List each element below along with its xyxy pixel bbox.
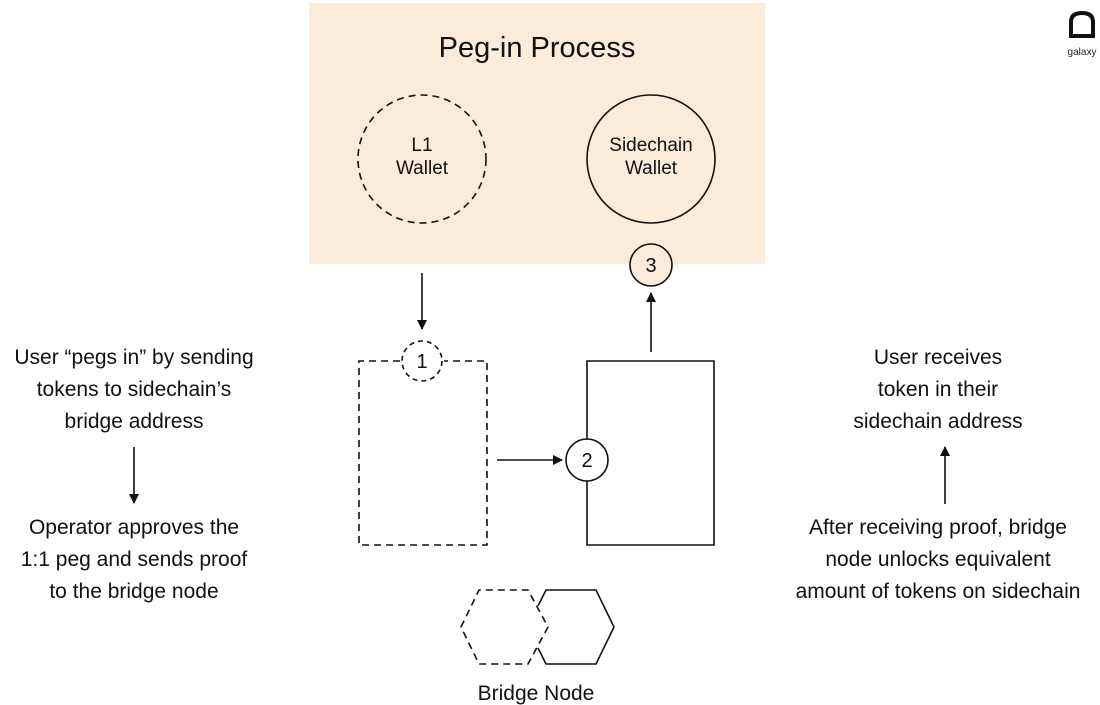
step-1-number: 1 (416, 351, 427, 373)
step-3-number: 3 (645, 255, 656, 277)
bridge-node: Bridge Node (460, 589, 615, 705)
galaxy-logo: galaxy (1068, 11, 1097, 58)
step-3-circle (629, 243, 673, 287)
galaxy-logo-icon (1069, 11, 1095, 38)
step-3-badge: 3 (629, 243, 673, 287)
l1-wallet-label-line2: Wallet (396, 158, 449, 179)
peg-in-panel (309, 3, 765, 264)
right-note-top-line2: token in their (878, 378, 998, 401)
l1-wallet-circle (357, 94, 487, 224)
bridge-node-solid-hexagon (537, 589, 615, 665)
right-note-top-line1: User receives (874, 346, 1002, 369)
left-note-bottom-line2: 1:1 peg and sends proof (21, 548, 248, 571)
step-1-badge: 1 (401, 340, 443, 382)
right-notes: User receives token in their sidechain a… (796, 346, 1081, 603)
sidechain-wallet: Sidechain Wallet (586, 94, 716, 224)
left-notes: User “pegs in” by sending tokens to side… (14, 346, 253, 603)
step-2-circle (565, 438, 609, 482)
l1-wallet: L1 Wallet (357, 94, 487, 224)
sidechain-bridge-box-outline (586, 360, 715, 546)
left-note-top-line1: User “pegs in” by sending (14, 346, 253, 369)
sidechain-wallet-label-line1: Sidechain (609, 135, 692, 156)
left-note-top-line2: tokens to sidechain’s (37, 378, 232, 401)
left-note-bottom-line1: Operator approves the (29, 516, 239, 539)
galaxy-logo-text: galaxy (1068, 47, 1097, 58)
step-2-number: 2 (581, 450, 592, 472)
right-note-top-line3: sidechain address (853, 410, 1022, 433)
sidechain-wallet-circle (586, 94, 716, 224)
right-note-bottom-line3: amount of tokens on sidechain (796, 580, 1081, 603)
bridge-node-dashed-hexagon (460, 589, 549, 665)
step-1-circle (401, 340, 443, 382)
sidechain-wallet-label-line2: Wallet (625, 158, 678, 179)
right-note-bottom-line1: After receiving proof, bridge (809, 516, 1067, 539)
right-note-bottom-line2: node unlocks equivalent (825, 548, 1050, 571)
l1-bridge-box (358, 360, 488, 546)
diagram-title: Peg-in Process (439, 32, 636, 64)
l1-wallet-label-line1: L1 (411, 135, 432, 156)
l1-bridge-box-outline (358, 360, 488, 546)
left-note-top-line3: bridge address (65, 410, 204, 433)
left-note-bottom-line3: to the bridge node (49, 580, 218, 603)
bridge-node-label: Bridge Node (478, 682, 595, 705)
step-2-badge: 2 (565, 438, 609, 482)
